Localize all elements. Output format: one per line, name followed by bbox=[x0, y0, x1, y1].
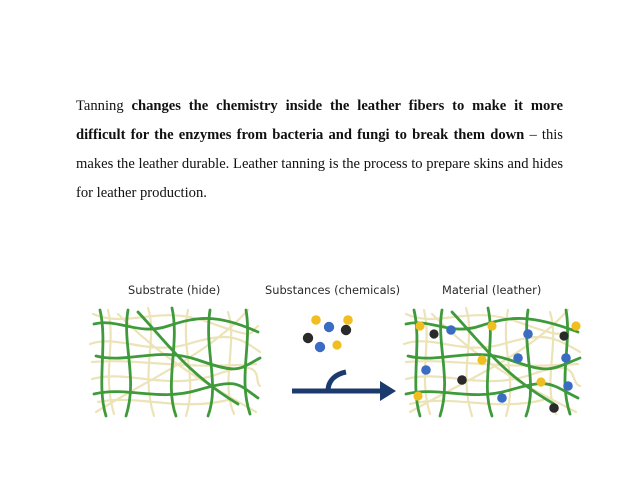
body-paragraph: Tanning changes the chemistry inside the… bbox=[76, 92, 563, 208]
black-dot bbox=[549, 403, 559, 413]
blue-dot bbox=[497, 393, 507, 403]
yellow-dot bbox=[413, 391, 423, 401]
blue-dot bbox=[513, 353, 523, 363]
blue-dot bbox=[323, 321, 335, 333]
paragraph-bold: changes the chemistry inside the leather… bbox=[76, 98, 563, 143]
black-dot bbox=[457, 375, 467, 385]
paragraph-rest: – this makes the leather durable. Leathe… bbox=[76, 127, 563, 201]
blue-dot bbox=[563, 381, 573, 391]
yellow-dot bbox=[332, 340, 342, 350]
blue-dot bbox=[314, 341, 326, 353]
yellow-dot bbox=[571, 321, 581, 331]
black-dot bbox=[429, 329, 439, 339]
black-dot bbox=[559, 331, 569, 341]
blue-dot bbox=[421, 365, 431, 375]
blue-dot bbox=[523, 329, 533, 339]
chemical-dots bbox=[302, 315, 353, 353]
substrate-fibers bbox=[88, 306, 262, 418]
material-dots bbox=[413, 321, 581, 413]
yellow-dot bbox=[536, 377, 546, 387]
blue-dot bbox=[561, 353, 571, 363]
process-arrow bbox=[292, 369, 396, 401]
paragraph-intro: Tanning bbox=[76, 98, 132, 114]
yellow-dot bbox=[311, 315, 321, 325]
yellow-dot bbox=[487, 321, 497, 331]
substances-caption: Substances (chemicals) bbox=[265, 283, 401, 297]
tanning-illustration bbox=[88, 306, 582, 418]
black-dot bbox=[302, 332, 314, 344]
substrate-caption: Substrate (hide) bbox=[128, 283, 221, 297]
material-caption: Material (leather) bbox=[442, 283, 542, 297]
black-dot bbox=[340, 324, 352, 336]
yellow-dot bbox=[415, 321, 425, 331]
yellow-dot bbox=[477, 355, 487, 365]
tanning-figure: Substrate (hide) Substances (chemicals) … bbox=[88, 274, 588, 424]
material-fibers bbox=[402, 306, 582, 418]
blue-dot bbox=[446, 325, 456, 335]
yellow-dot bbox=[343, 315, 353, 325]
